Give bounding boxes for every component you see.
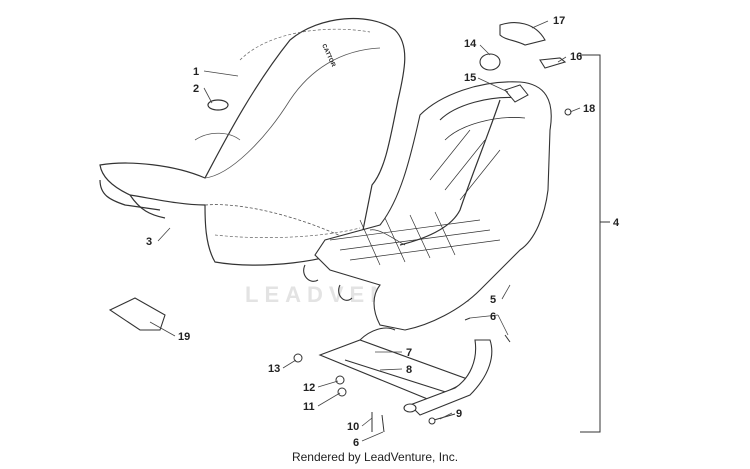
retaining-ring	[479, 53, 501, 71]
latch-cable	[399, 99, 501, 246]
callout-5: 5	[490, 294, 496, 306]
seat-pad	[108, 297, 166, 331]
callout-19: 19	[178, 331, 190, 343]
callout-7: 7	[406, 347, 412, 359]
seat-hinge-frame	[318, 327, 493, 416]
callout-1: 1	[193, 66, 199, 78]
callout-10: 10	[347, 421, 359, 433]
footer-credit: Rendered by LeadVenture, Inc.	[291, 450, 459, 464]
callout-17: 17	[553, 15, 565, 27]
seat-cushion	[99, 17, 406, 266]
callout-8: 8	[406, 364, 412, 376]
callout-15: 15	[464, 72, 476, 84]
callout-6b: 6	[353, 437, 359, 449]
callout-16: 16	[570, 51, 582, 63]
seat-base	[303, 81, 552, 331]
callout-13: 13	[268, 363, 280, 375]
callout-12: 12	[303, 382, 315, 394]
leader-lines	[149, 20, 581, 442]
callout-11: 11	[303, 401, 315, 413]
callout-3: 3	[146, 236, 152, 248]
callout-14: 14	[464, 38, 477, 50]
callout-6a: 6	[490, 311, 496, 323]
hardware	[293, 108, 572, 433]
callout-18: 18	[583, 103, 595, 115]
callout-4: 4	[613, 217, 620, 229]
latch-cover	[499, 22, 546, 46]
latch-assembly	[504, 84, 529, 103]
callout-9: 9	[456, 408, 462, 420]
assembly-bracket	[580, 54, 601, 433]
callout-2: 2	[193, 83, 199, 95]
latch-handle	[539, 57, 567, 69]
